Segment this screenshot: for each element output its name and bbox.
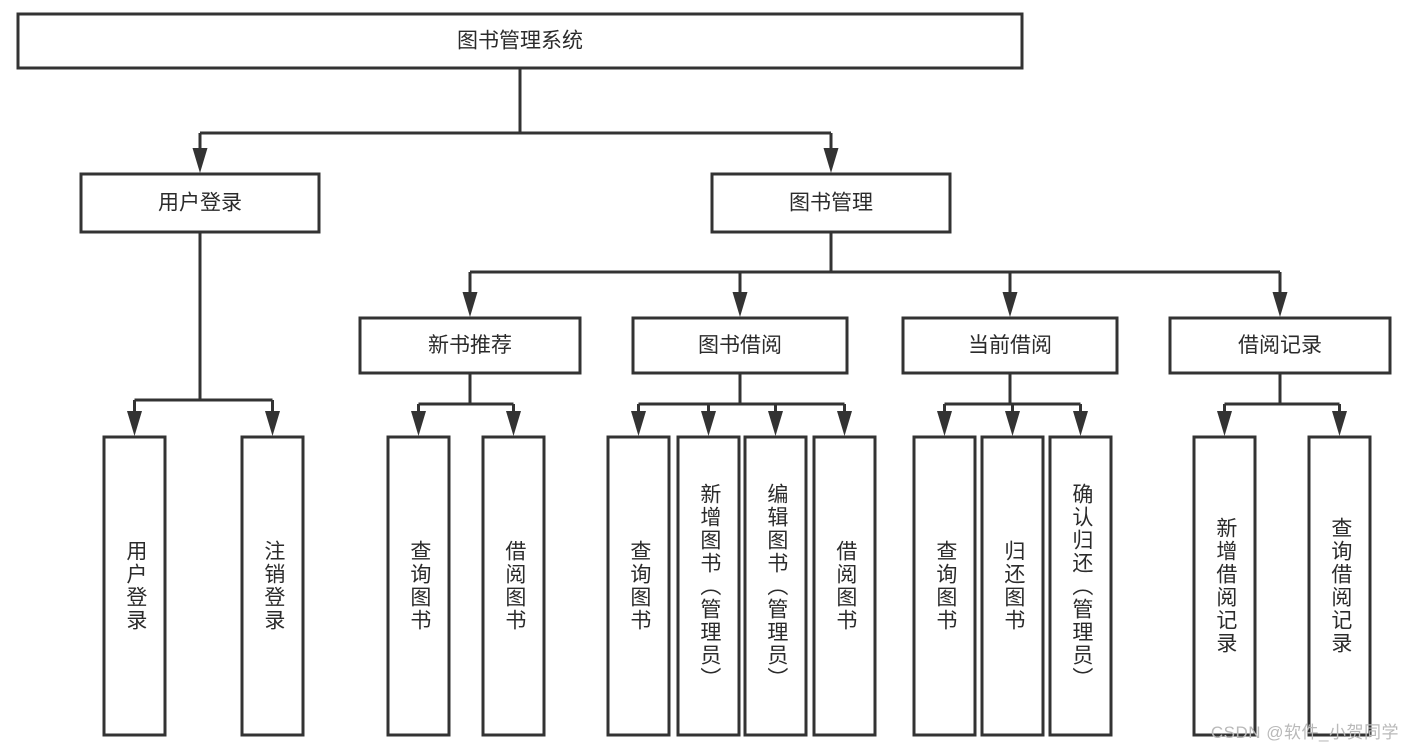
- node-box-leaf-borrow-book-1[interactable]: [481, 435, 546, 737]
- node-box-leaf-edit-book[interactable]: [743, 435, 808, 737]
- node-box-leaf-return-book[interactable]: [980, 435, 1045, 737]
- arrow-head-icon: [701, 411, 716, 436]
- node-box-current-borrow[interactable]: [901, 316, 1119, 375]
- node-box-leaf-query-record[interactable]: [1307, 435, 1372, 737]
- node-label-borrow-record: 借阅记录: [1238, 334, 1322, 357]
- node-box-leaf-query-book-3[interactable]: [912, 435, 977, 737]
- node-box-leaf-borrow-book-2[interactable]: [812, 435, 877, 737]
- node-box-leaf-user-login[interactable]: [102, 435, 167, 737]
- node-box-new-book-rec[interactable]: [358, 316, 582, 375]
- watermark-text: CSDN @软件_小贺同学: [1210, 723, 1399, 742]
- node-label-new-book-rec: 新书推荐: [428, 334, 512, 357]
- node-box-borrow-record[interactable]: [1168, 316, 1392, 375]
- node-label-book-borrow: 图书借阅: [698, 334, 782, 357]
- arrow-head-icon: [462, 292, 478, 317]
- node-box-leaf-add-record[interactable]: [1192, 435, 1257, 737]
- arrow-head-icon: [823, 148, 839, 173]
- node-box-book-borrow[interactable]: [631, 316, 849, 375]
- arrow-head-icon: [506, 411, 521, 436]
- arrow-head-icon: [937, 411, 952, 436]
- edge-layer: [127, 68, 1347, 436]
- node-box-leaf-confirm-return[interactable]: [1048, 435, 1113, 737]
- node-label-user-login: 用户登录: [158, 192, 242, 215]
- node-box-leaf-logout[interactable]: [240, 435, 305, 737]
- node-box-leaf-add-book[interactable]: [676, 435, 741, 737]
- node-label-root: 图书管理系统: [457, 30, 583, 53]
- arrow-head-icon: [1073, 411, 1088, 436]
- arrow-head-icon: [1332, 411, 1347, 436]
- arrow-head-icon: [265, 411, 280, 436]
- arrow-head-icon: [1002, 292, 1018, 317]
- arrow-head-icon: [127, 411, 142, 436]
- arrow-head-icon: [768, 411, 783, 436]
- arrow-head-icon: [837, 411, 852, 436]
- node-box-user-login[interactable]: [79, 172, 321, 234]
- box-layer: [16, 12, 1392, 737]
- arrow-head-icon: [732, 292, 748, 317]
- arrow-head-icon: [411, 411, 426, 436]
- node-box-leaf-query-book-1[interactable]: [386, 435, 451, 737]
- arrow-head-icon: [1005, 411, 1020, 436]
- arrow-head-icon: [1272, 292, 1288, 317]
- node-label-book-manage: 图书管理: [789, 192, 873, 215]
- node-box-leaf-query-book-2[interactable]: [606, 435, 671, 737]
- arrow-head-icon: [631, 411, 646, 436]
- node-box-root[interactable]: [16, 12, 1024, 70]
- node-box-book-manage[interactable]: [710, 172, 952, 234]
- node-label-current-borrow: 当前借阅: [968, 334, 1052, 357]
- arrow-head-icon: [1217, 411, 1232, 436]
- arrow-head-icon: [192, 148, 208, 173]
